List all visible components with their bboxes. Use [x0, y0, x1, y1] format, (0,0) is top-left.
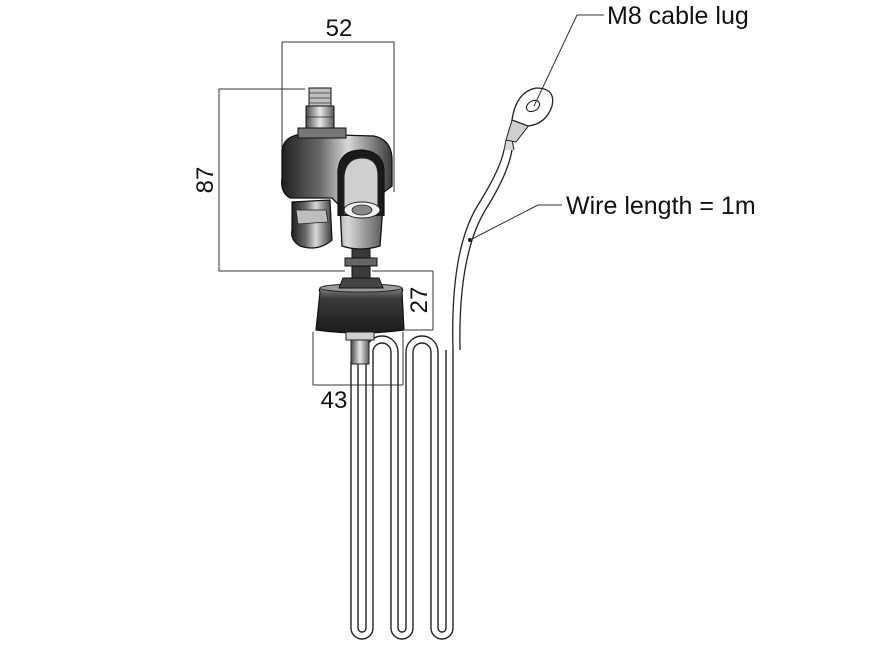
- callout-lug: M8 cable lug: [533, 2, 749, 107]
- dimension-label-width-cap: 43: [321, 387, 348, 414]
- hood-inner: [343, 157, 379, 214]
- flange-cap: [315, 277, 405, 365]
- cable-assembly: [452, 87, 554, 351]
- dimension-width-top: 52: [281, 15, 395, 192]
- callout-wire: Wire length = 1m: [469, 192, 756, 241]
- dimension-height-cap: 27: [372, 270, 434, 331]
- dimension-height-body: 87: [192, 88, 345, 272]
- flange-body: [315, 286, 405, 334]
- terminal-washer: [297, 127, 347, 139]
- thermostat-stem: [350, 339, 370, 365]
- flange-collar: [338, 277, 384, 289]
- leader-line: [533, 14, 578, 107]
- heating-tubes: [350, 335, 454, 640]
- hood-knob-center: [351, 204, 373, 216]
- callout-label-lug: M8 cable lug: [607, 2, 749, 30]
- flange-washer: [345, 331, 375, 341]
- clamp-highlight: [295, 209, 329, 225]
- dimension-label-width-top: 52: [326, 15, 353, 42]
- tube-inner: [357, 335, 447, 633]
- dimension-label-height-body: 87: [192, 167, 219, 194]
- wire-outer: [452, 149, 505, 351]
- terminal-housing: [281, 87, 393, 279]
- housing-nut: [344, 257, 378, 267]
- dimension-width-cap: 43: [312, 332, 404, 414]
- callout-label-wire: Wire length = 1m: [566, 192, 756, 220]
- tube-outer: [350, 342, 454, 640]
- leader-line: [469, 204, 539, 241]
- wire-inner: [459, 149, 513, 351]
- terminal-bolt: [308, 87, 332, 107]
- dimension-label-height-cap: 27: [406, 287, 433, 314]
- lug-hole: [525, 99, 541, 113]
